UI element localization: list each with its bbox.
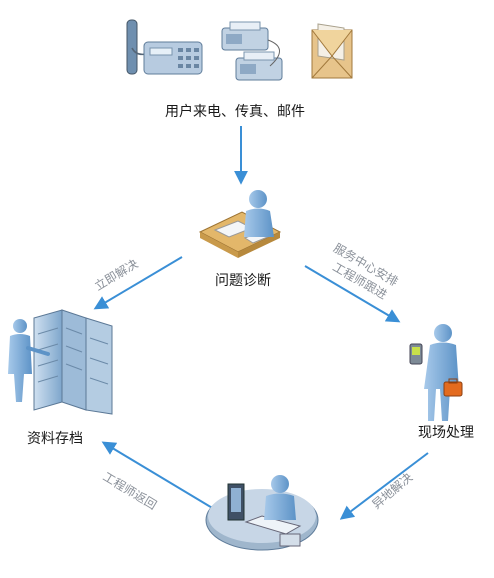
arrow-remote: [339, 452, 429, 520]
node-label-onsite: 现场处理: [418, 425, 474, 441]
arrow-dispatch: [304, 265, 401, 323]
arrow-immediate: [93, 256, 183, 310]
fax-icon: [221, 21, 283, 81]
field-engineer-icon: [409, 324, 463, 421]
node-label-archive: 资料存档: [27, 431, 83, 447]
node-label-contact: 用户来电、传真、邮件: [165, 104, 305, 120]
arrow-return: [101, 441, 215, 510]
computer-workstation-icon: [205, 475, 319, 551]
node-label-diagnose: 问题诊断: [215, 273, 271, 289]
phone-icon: [126, 19, 203, 75]
office-worker-icon: [198, 190, 282, 258]
envelope-icon: [311, 23, 353, 79]
server-rack-icon: [8, 309, 113, 415]
